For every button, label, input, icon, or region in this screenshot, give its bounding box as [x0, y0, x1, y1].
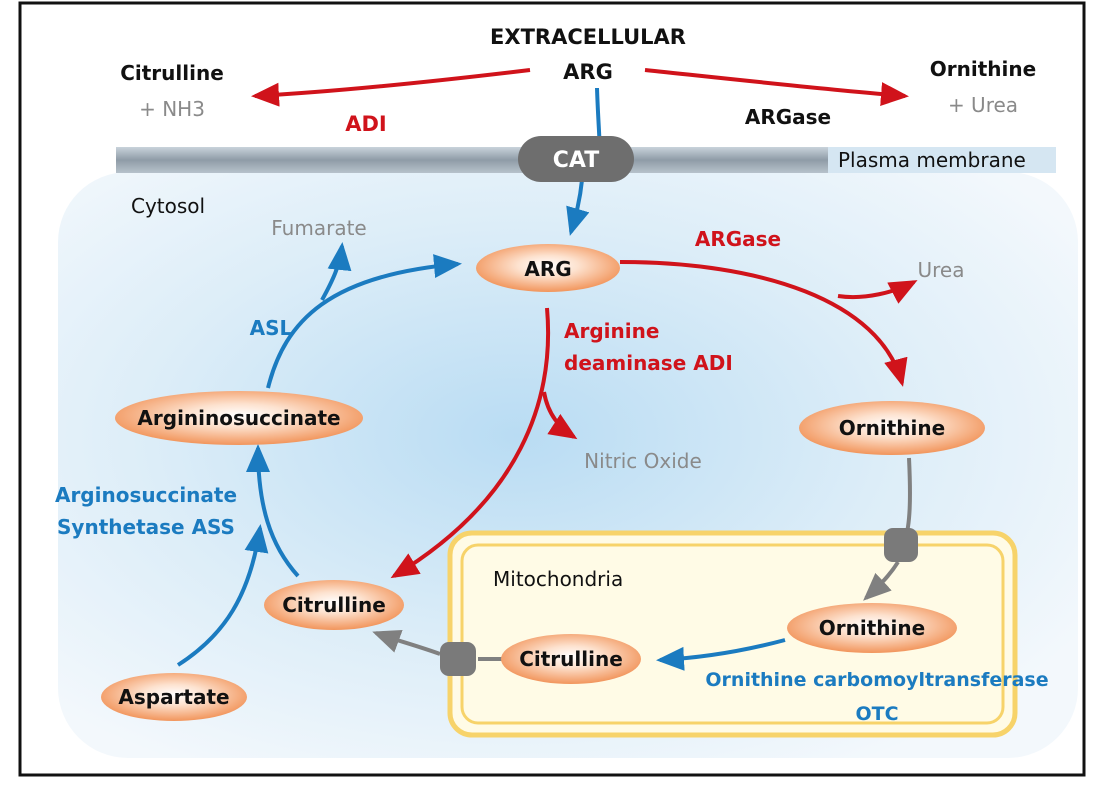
citrulline-mito-node-label: Citrulline	[519, 647, 623, 671]
otc-arrow	[656, 638, 786, 671]
adi-label-line1: Arginine	[564, 319, 659, 343]
plasma-membrane-label: Plasma membrane	[838, 148, 1026, 172]
asl-arrow	[266, 254, 462, 389]
argase-arrow	[619, 260, 908, 387]
ornithine-transport-lower	[863, 560, 900, 601]
argininosuccinate-node-label: Argininosuccinate	[137, 406, 340, 430]
ornithine-mito-node-label: Ornithine	[819, 616, 925, 640]
mitochondria-label: Mitochondria	[493, 567, 623, 591]
cat-label: CAT	[553, 148, 599, 173]
ass-arrow	[246, 444, 300, 578]
urea-branch-arrow	[837, 280, 918, 304]
asl-label: ASL	[250, 316, 293, 340]
otc-label-line2: OTC	[855, 703, 898, 725]
node-ornithine-cytosol	[799, 401, 985, 455]
extracellular-citrulline-label: Citrulline	[120, 61, 224, 85]
node-aspartate	[101, 673, 247, 721]
adi-label-line2: deaminase ADI	[564, 351, 733, 375]
nitric-oxide-label: Nitric Oxide	[584, 449, 702, 473]
ornithine-transporter-icon	[884, 528, 918, 562]
node-ornithine-mito	[787, 603, 957, 653]
ass-label-line1: Arginosuccinate	[55, 483, 237, 507]
mitochondria-inner	[460, 543, 1005, 725]
urea-extracellular-label: + Urea	[948, 93, 1018, 117]
ass-label-line2: Synthetase ASS	[57, 515, 235, 539]
aspartate-node-label: Aspartate	[118, 685, 229, 709]
adi-arrow	[390, 307, 551, 579]
extracellular-ornithine-label: Ornithine	[930, 57, 1036, 81]
node-citrulline-cytosol	[264, 580, 404, 630]
citrulline-transport-left	[372, 630, 441, 656]
cytosol-label: Cytosol	[131, 194, 205, 218]
nitric-oxide-branch-arrow	[542, 391, 578, 440]
extracellular-label: EXTRACELLULAR	[490, 25, 686, 49]
ornithine-cytosol-node-label: Ornithine	[839, 416, 945, 440]
adi-extracellular-label: ADI	[345, 112, 387, 136]
argase-extracellular-arrow	[644, 68, 909, 107]
transport-arrow-lower	[566, 179, 590, 236]
node-citrulline-mito	[501, 634, 641, 684]
argase-label: ARGase	[695, 227, 781, 251]
plasma-membrane-tail	[828, 147, 1056, 173]
plasma-membrane-bar	[116, 147, 828, 173]
citrulline-transporter-icon	[440, 642, 476, 676]
node-argininosuccinate	[115, 391, 363, 445]
citrulline-cytosol-node-label: Citrulline	[282, 593, 386, 617]
node-arg	[476, 244, 620, 292]
fumarate-branch-arrow	[320, 242, 352, 301]
urea-label: Urea	[918, 258, 965, 282]
adi-extracellular-arrow	[251, 68, 531, 107]
nh3-label: + NH3	[139, 97, 205, 121]
aspartate-arrow	[176, 524, 269, 667]
otc-label-line1: Ornithine carbomoyltransferase	[705, 669, 1048, 691]
argase-extracellular-label: ARGase	[745, 105, 831, 129]
cat-transporter	[518, 136, 634, 182]
arg-node-label: ARG	[524, 257, 571, 281]
extracellular-arg-label: ARG	[563, 60, 613, 84]
fumarate-label: Fumarate	[271, 216, 366, 240]
